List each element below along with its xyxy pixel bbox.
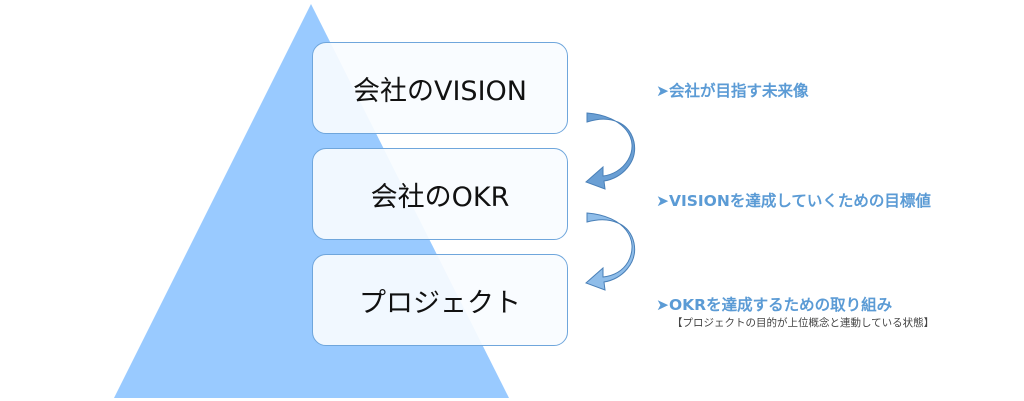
description-vision: ➤会社が目指す未来像 <box>656 82 809 100</box>
curved-arrow-icon <box>585 212 636 291</box>
pyramid-level-vision: 会社のVISION <box>312 42 568 134</box>
curved-arrow-icon <box>585 112 636 190</box>
description-okr: ➤VISIONを達成していくための目標値 <box>656 192 931 210</box>
description-project: ➤OKRを達成するための取り組み <box>656 296 893 314</box>
level-label: プロジェクト <box>359 287 521 319</box>
description-project-note: 【プロジェクトの目的が上位概念と連動している状態】 <box>672 317 935 329</box>
pyramid-level-project: プロジェクト <box>312 254 568 346</box>
pyramid-level-okr: 会社のOKR <box>312 148 568 240</box>
level-label: 会社のOKR <box>370 181 510 213</box>
level-label: 会社のVISION <box>353 75 527 107</box>
